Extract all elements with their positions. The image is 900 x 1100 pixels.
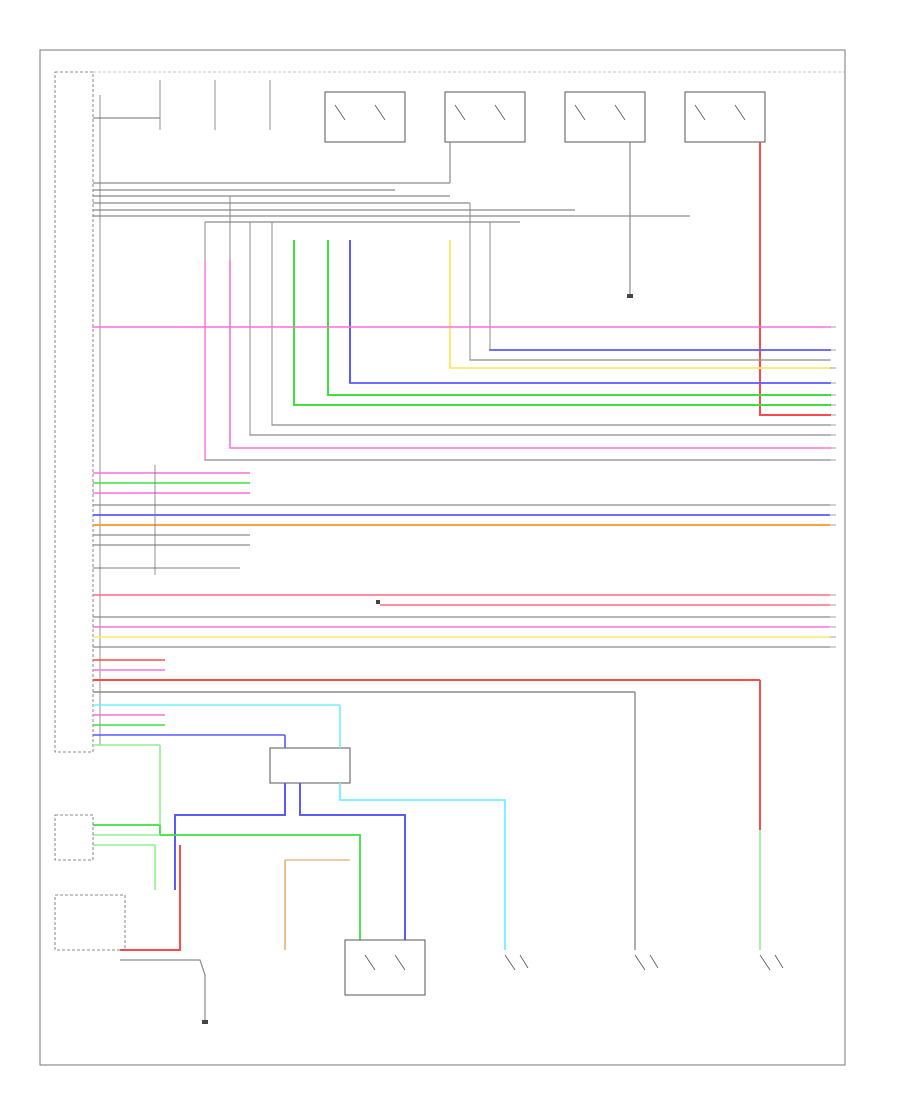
ground-markers: [202, 294, 633, 1024]
door-control-switch: [344, 939, 426, 996]
bottom-switch-3: [759, 954, 784, 971]
wire-group-lower: [93, 594, 830, 746]
lower-left-module: [54, 814, 126, 951]
top-relay-1: [324, 91, 406, 143]
wire-group-upper: [92, 326, 831, 461]
diagram-border: [39, 49, 846, 1066]
drop-lines: [204, 196, 491, 460]
top-relay-4: [684, 91, 766, 143]
wire-group-middle: [93, 465, 830, 575]
body-ecu-box: [54, 71, 94, 753]
bottom-switch-1: [504, 954, 529, 971]
wire-group-bottom: [93, 680, 761, 1020]
top-labels: [140, 60, 295, 70]
top-bus-lines: [93, 117, 690, 295]
junction-connector: [269, 705, 351, 784]
top-relay-2: [444, 91, 526, 143]
bottom-switch-2: [634, 954, 659, 971]
top-relay-3: [564, 91, 646, 143]
right-edge-ticks: [830, 326, 836, 648]
top-fuse-drops: [159, 80, 271, 130]
